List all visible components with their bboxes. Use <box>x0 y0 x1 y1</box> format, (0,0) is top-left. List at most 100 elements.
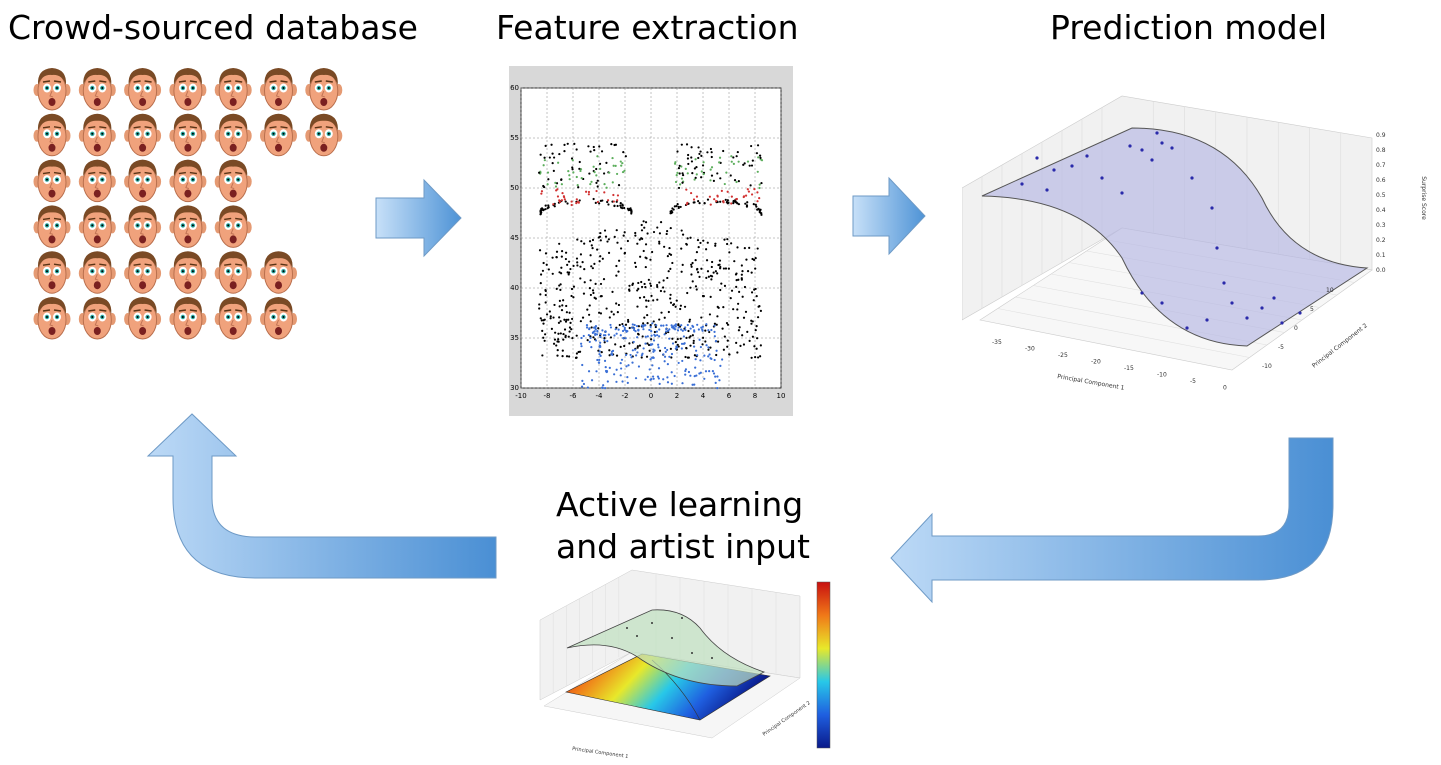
feature-point <box>595 189 598 193</box>
feature-point <box>580 342 583 345</box>
feature-point <box>544 333 547 336</box>
feature-point <box>758 209 761 212</box>
feature-point <box>715 323 718 326</box>
feature-point <box>613 334 616 337</box>
feature-point <box>616 194 620 197</box>
feature-point <box>592 291 595 295</box>
feature-point <box>690 156 693 159</box>
feature-point <box>644 299 648 302</box>
feature-point <box>537 171 541 174</box>
feature-point <box>692 201 695 204</box>
feature-point <box>701 164 705 167</box>
feature-point <box>743 162 746 165</box>
feature-point <box>656 298 659 301</box>
feature-point <box>602 334 606 337</box>
feature-point <box>551 272 554 275</box>
feature-point <box>596 248 599 251</box>
feature-point <box>568 355 571 358</box>
scatter-x-tick: 6 <box>727 392 732 400</box>
feature-point <box>708 353 711 356</box>
feature-point <box>558 305 561 308</box>
feature-point <box>649 325 652 329</box>
feature-point <box>634 348 637 351</box>
feature-point <box>594 328 597 331</box>
feature-point <box>621 322 624 326</box>
feature-point <box>594 339 598 342</box>
feature-point <box>718 267 722 270</box>
feature-point <box>751 335 754 338</box>
feature-point <box>572 285 576 288</box>
feature-point <box>543 156 546 159</box>
feature-point <box>653 333 656 336</box>
feature-point <box>650 294 653 297</box>
feature-point <box>752 299 755 302</box>
feature-point <box>599 333 602 336</box>
feature-point <box>737 329 741 332</box>
feature-point <box>627 320 630 323</box>
face-icon <box>124 68 162 111</box>
feature-point <box>671 325 675 328</box>
feature-point <box>759 309 763 312</box>
feature-point <box>557 161 560 164</box>
feature-point <box>666 381 670 384</box>
feature-point <box>718 379 721 382</box>
feature-point <box>610 352 613 355</box>
feature-point <box>613 204 616 207</box>
feature-point <box>692 341 695 345</box>
feature-point <box>556 188 559 191</box>
feature-point <box>729 174 732 177</box>
face-icon <box>33 251 71 294</box>
feature-point <box>561 304 564 307</box>
feature-point <box>570 203 573 207</box>
prediction-x-tick: -30 <box>1025 346 1035 353</box>
prediction-z-tick: 0.5 <box>1376 192 1386 199</box>
feature-point <box>622 150 625 154</box>
feature-point <box>564 257 568 261</box>
feature-point <box>716 172 719 175</box>
scatter-y-tick: 60 <box>510 84 519 92</box>
feature-point <box>615 380 618 383</box>
feature-point <box>754 356 757 359</box>
feature-point <box>670 382 673 385</box>
feature-point <box>756 316 760 319</box>
feature-point <box>680 143 683 146</box>
feature-point <box>588 327 591 330</box>
feature-point <box>599 312 603 315</box>
feature-point <box>615 264 618 268</box>
feature-point <box>594 282 597 285</box>
feature-point <box>703 202 706 205</box>
feature-point <box>642 347 645 350</box>
feature-point <box>577 186 580 189</box>
feature-point <box>564 251 568 254</box>
feature-point <box>690 160 694 163</box>
feature-point <box>647 278 650 281</box>
feature-point <box>750 322 753 325</box>
feature-point <box>713 322 717 325</box>
feature-point <box>702 295 705 298</box>
feature-point <box>544 252 548 255</box>
face-icon <box>214 251 252 294</box>
feature-point <box>705 276 708 279</box>
feature-point <box>740 264 743 267</box>
feature-point <box>563 150 566 153</box>
feature-point <box>640 280 643 284</box>
feature-point <box>680 324 683 327</box>
feature-point <box>714 340 718 343</box>
feature-point <box>631 323 634 326</box>
feature-point <box>663 290 666 293</box>
feature-point <box>656 283 659 287</box>
feature-point <box>560 309 564 312</box>
feature-point <box>552 203 555 206</box>
feature-point <box>688 320 691 323</box>
prediction-y-tick: 0 <box>1294 325 1298 332</box>
feature-point <box>655 330 658 333</box>
feature-point <box>742 343 746 346</box>
feature-point <box>567 273 570 276</box>
face-icon <box>33 159 71 203</box>
feature-point <box>679 183 682 186</box>
feature-point <box>708 195 711 198</box>
feature-point <box>599 341 602 344</box>
feature-point <box>588 172 591 175</box>
prediction-y-tick: 10 <box>1326 287 1334 294</box>
